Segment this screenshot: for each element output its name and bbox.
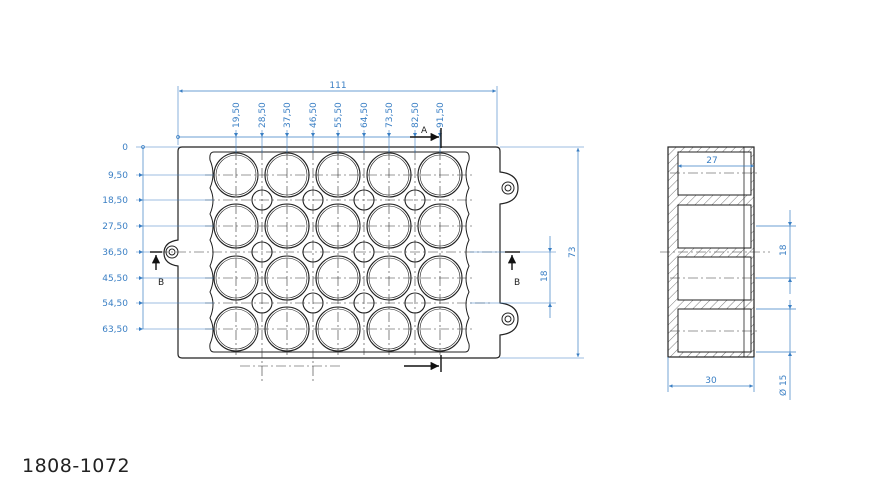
section-b-label-left: B <box>158 278 164 288</box>
y-dim-label: 54,50 <box>102 299 128 309</box>
side-view: 27 30 18 Ø 15 <box>660 146 796 400</box>
dimension-lines <box>142 89 580 357</box>
x-dim-label: 82,50 <box>411 102 421 128</box>
side-diameter-dim: Ø 15 <box>778 375 789 396</box>
mount-hole-left-inner <box>168 248 176 256</box>
x-dim-label: 46,50 <box>309 102 319 128</box>
y-dim-label: 27,50 <box>102 222 128 232</box>
y-dim-label: 0 <box>122 143 128 153</box>
x-dim-label: 64,50 <box>360 102 370 128</box>
side-ticks <box>788 222 792 356</box>
x-dim-label: 73,50 <box>385 102 395 128</box>
overall-height-dim: 73 <box>568 247 578 258</box>
section-a-label: A <box>421 126 428 136</box>
well-region-outline <box>209 151 470 353</box>
ordinate-ticks <box>139 133 552 331</box>
center-lines <box>158 150 520 382</box>
y-dim-label: 63,50 <box>102 325 128 335</box>
top-view: 111 19,50 28,50 37,50 46,50 55,50 64,50 … <box>102 81 584 382</box>
side-cavity <box>677 151 752 196</box>
side-cavity <box>677 308 752 353</box>
pitch-dim: 18 <box>540 270 550 282</box>
y-dim-label: 45,50 <box>102 274 128 284</box>
mount-hole-right-top-inner <box>504 184 512 192</box>
x-dim-label: 19,50 <box>232 102 242 128</box>
y-dim-label: 18,50 <box>102 196 128 206</box>
side-cavity <box>677 204 752 249</box>
x-dim-label: 91,50 <box>436 102 446 128</box>
mount-hole-right-bottom-inner <box>504 315 512 323</box>
mount-hole-right-top <box>501 181 515 195</box>
overall-width-dim: 111 <box>329 81 346 91</box>
x-dim-label: 55,50 <box>334 102 344 128</box>
part-number: 1808-1072 <box>22 455 131 477</box>
origin-mark <box>176 135 180 139</box>
extension-lines <box>136 86 584 359</box>
section-markers <box>150 128 520 372</box>
x-dim-label: 37,50 <box>283 102 293 128</box>
x-dim-label: 28,50 <box>258 102 268 128</box>
side-pitch-dim: 18 <box>779 244 789 256</box>
y-dim-label: 36,50 <box>102 248 128 258</box>
origin-mark <box>141 145 145 149</box>
section-b-label-right: B <box>514 278 520 288</box>
y-dim-label: 9,50 <box>108 171 128 181</box>
side-cavity <box>677 256 752 301</box>
side-depth-dim: 27 <box>706 156 717 166</box>
plate-outline <box>163 146 519 359</box>
mount-hole-right-bottom <box>501 312 515 326</box>
side-width-dim: 30 <box>705 376 717 386</box>
